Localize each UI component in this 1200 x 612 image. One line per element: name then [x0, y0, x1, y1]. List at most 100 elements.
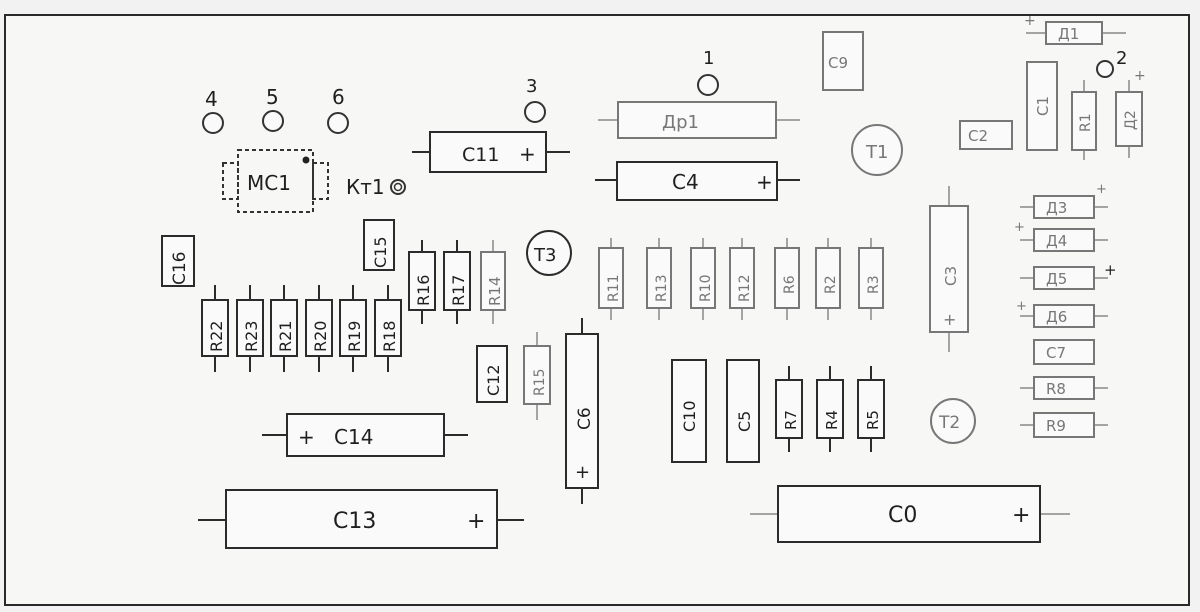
- resistor-r5: R5: [857, 366, 885, 452]
- resistor-r4: R4: [816, 366, 844, 452]
- c13-plus: +: [467, 509, 485, 534]
- resistor-r9: R9: [1020, 412, 1108, 438]
- resistor-r15: R15: [523, 332, 551, 420]
- resistor-r16: R16: [408, 240, 436, 324]
- c6-plus: +: [575, 462, 590, 483]
- c15-label: С15: [371, 236, 390, 268]
- resistor-r6: R6: [774, 238, 800, 320]
- resistor-r1: R1: [1071, 80, 1097, 160]
- t3-label: Т3: [533, 245, 556, 266]
- terminal-3-label: 3: [526, 76, 537, 97]
- r3-label: R3: [866, 275, 882, 294]
- capacitor-c11: С11 +: [412, 131, 570, 173]
- terminal-4-label: 4: [205, 87, 218, 111]
- d3-label: Д3: [1046, 199, 1067, 217]
- capacitor-c0: С0 +: [750, 485, 1070, 543]
- d6-label: Д6: [1046, 308, 1067, 326]
- d4-label: Д4: [1046, 232, 1067, 250]
- c12-label: С12: [484, 364, 503, 396]
- terminal-4: 4: [202, 87, 224, 134]
- c1-label: С1: [1034, 96, 1052, 116]
- capacitor-c7: С7: [1033, 339, 1095, 365]
- r14-label: R14: [486, 276, 504, 306]
- c9-label: С9: [828, 54, 848, 72]
- r15-label: R15: [532, 368, 548, 396]
- c7-label: С7: [1046, 344, 1066, 362]
- terminal-3: 3: [524, 76, 546, 123]
- d5-plus: +: [1104, 261, 1117, 279]
- resistor-r3: R3: [858, 238, 884, 320]
- c13-label: С13: [333, 509, 376, 534]
- d6-plus: +: [1016, 299, 1027, 314]
- capacitor-c6: С6 +: [565, 318, 599, 504]
- r18-label: R18: [380, 321, 399, 352]
- r21-label: R21: [276, 321, 295, 352]
- c11-label: С11: [462, 144, 499, 166]
- diode-d5: Д5 +: [1020, 261, 1117, 290]
- r17-label: R17: [449, 275, 468, 306]
- d3-plus: +: [1096, 182, 1107, 197]
- resistor-r13: R13: [646, 238, 672, 320]
- capacitor-c2: С2: [959, 120, 1013, 150]
- transistor-t2: Т2: [930, 398, 976, 444]
- r5-label: R5: [864, 410, 882, 430]
- r19-label: R19: [345, 321, 364, 352]
- terminal-1-pad: [697, 74, 719, 96]
- terminal-6-pad: [327, 112, 349, 134]
- test-point-kt1: Кт1: [346, 175, 406, 199]
- terminal-6: 6: [327, 85, 349, 134]
- d4-plus: +: [1014, 220, 1025, 235]
- diode-d6: Д6 +: [1016, 299, 1108, 328]
- resistor-r12: R12: [729, 238, 755, 320]
- capacitor-c9: С9: [822, 31, 864, 91]
- terminal-2-label: 2: [1116, 48, 1127, 69]
- d2-label: Д2: [1123, 110, 1139, 130]
- r23-label: R23: [242, 321, 261, 352]
- diode-d3: Д3 +: [1020, 182, 1108, 219]
- r13-label: R13: [654, 274, 670, 302]
- capacitor-c13: С13 +: [198, 489, 524, 549]
- resistor-r10: R10: [690, 238, 716, 320]
- r22-label: R22: [207, 321, 226, 352]
- c2-label: С2: [968, 127, 988, 145]
- transistor-t1: Т1: [851, 124, 903, 176]
- diode-d1: Д1 +: [1024, 13, 1126, 45]
- resistor-r20: R20: [305, 285, 333, 372]
- c4-plus: +: [756, 170, 773, 194]
- terminal-2: 2: [1096, 48, 1127, 78]
- r10-label: R10: [698, 274, 714, 302]
- ic-mc1-label: МС1: [247, 171, 291, 195]
- capacitor-c3: С3 +: [929, 186, 969, 352]
- d1-label: Д1: [1058, 25, 1079, 43]
- capacitor-c1: С1: [1026, 61, 1058, 151]
- dr1-label: Др1: [662, 112, 699, 133]
- c6-label: С6: [575, 407, 595, 430]
- terminal-1: 1: [697, 48, 719, 96]
- resistor-r23: R23: [236, 285, 264, 372]
- resistor-r21: R21: [270, 285, 298, 372]
- resistor-r22: R22: [201, 285, 229, 372]
- d2-plus: +: [1134, 68, 1146, 84]
- resistor-r7: R7: [775, 366, 803, 452]
- c3-label: С3: [942, 266, 960, 286]
- test-point-label: Кт1: [346, 175, 385, 199]
- terminal-5-pad: [262, 110, 284, 132]
- c14-plus: +: [298, 425, 315, 449]
- t1-label: Т1: [865, 142, 888, 163]
- t2-label: Т2: [938, 413, 960, 433]
- r8-label: R8: [1046, 380, 1066, 398]
- capacitor-c14: + С14: [262, 413, 468, 457]
- capacitor-c10: С10: [671, 359, 707, 463]
- r16-label: R16: [414, 275, 433, 306]
- resistor-r2: R2: [815, 238, 841, 320]
- c14-label: С14: [334, 425, 373, 449]
- c4-label: С4: [672, 170, 699, 194]
- r6-label: R6: [782, 275, 798, 294]
- transistor-t3: Т3: [526, 230, 572, 276]
- ic-pin1-dot: [302, 156, 310, 164]
- resistor-r8: R8: [1020, 376, 1108, 400]
- c11-plus: +: [519, 142, 536, 166]
- r2-label: R2: [823, 275, 839, 294]
- resistor-r18: R18: [374, 285, 402, 372]
